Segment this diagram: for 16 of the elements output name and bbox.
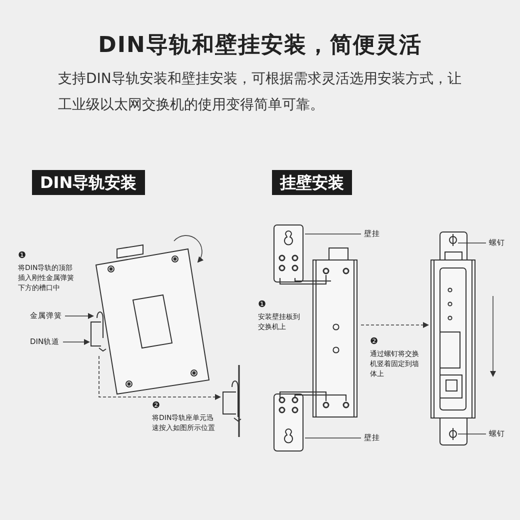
section-heading: 挂壁安装 bbox=[272, 170, 352, 195]
arrow bbox=[98, 356, 221, 400]
wall-mounted-switch-drawing bbox=[430, 232, 476, 446]
step-number: ❶ bbox=[258, 300, 266, 310]
arrow bbox=[360, 322, 429, 328]
step-number: ❷ bbox=[370, 337, 378, 347]
section-heading: DIN导轨安装 bbox=[32, 170, 145, 195]
step-number: ❶ bbox=[18, 251, 26, 261]
switch-with-wall-plates-drawing bbox=[274, 224, 358, 452]
step-number: ❷ bbox=[152, 401, 160, 411]
arrow bbox=[64, 313, 94, 319]
tilted-switch-on-rail-drawing bbox=[90, 244, 210, 395]
heading: DIN导轨和壁挂安装，简便灵活 bbox=[97, 32, 423, 60]
intro-paragraph: 支持DIN导轨安装和壁挂安装，可根据需求灵活选用安装方式，让工业级以太网交换机的使用变得简单可靠。 bbox=[58, 70, 462, 115]
rail-mounted-detail-drawing bbox=[222, 365, 242, 437]
arrow bbox=[62, 339, 90, 345]
